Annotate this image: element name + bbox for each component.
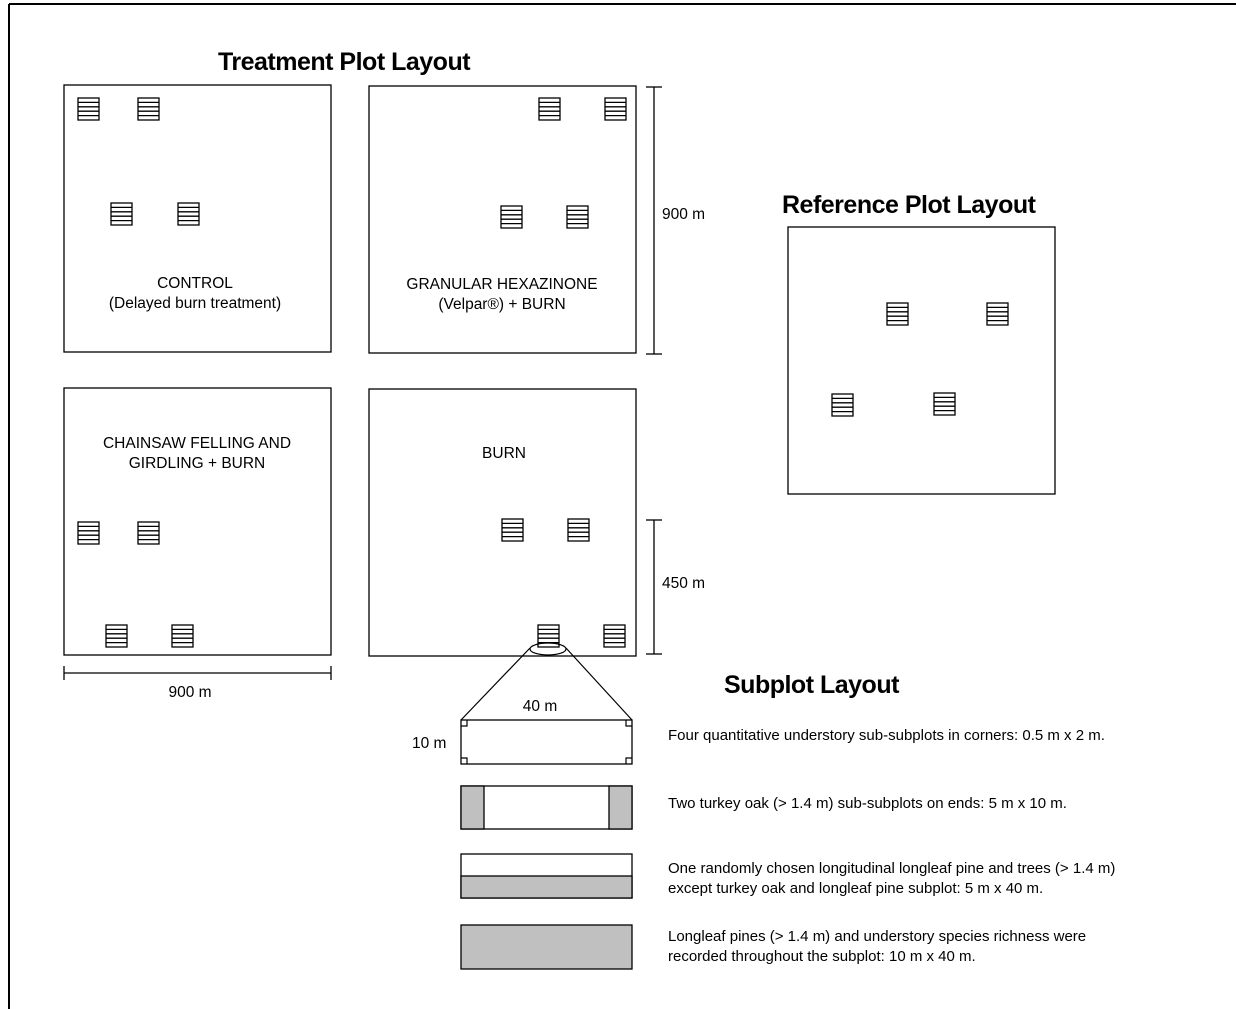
subplot-icon: [566, 205, 589, 229]
plot-width-dimension: 900 m: [63, 666, 332, 701]
subplot-icon: [538, 97, 561, 121]
subplot-zoom-ring: [529, 642, 567, 656]
half-height-dimension: 450 m: [646, 519, 705, 655]
subplot-icon: [831, 393, 854, 417]
legend-full-text: Longleaf pines (> 1.4 m) and understory …: [668, 928, 1086, 945]
legend-longitudinal-text: One randomly chosen longitudinal longlea…: [668, 860, 1115, 877]
subplot-icon: [603, 624, 626, 648]
plot-width-label: 900 m: [168, 684, 211, 701]
hexazinone-plot: GRANULAR HEXAZINONE (Velpar®) + BURN: [368, 85, 637, 354]
chainsaw-plot: CHAINSAW FELLING AND GIRDLING + BURN: [63, 387, 332, 656]
subplot-length-label: 40 m: [523, 698, 557, 715]
hexazinone-plot-label: GRANULAR HEXAZINONE: [406, 276, 597, 293]
chainsaw-plot-sublabel: GIRDLING + BURN: [129, 455, 266, 472]
subplot-icon: [500, 205, 523, 229]
subplot-icon: [933, 392, 956, 416]
subplot-width-label: 10 m: [412, 735, 446, 752]
subplot-icon: [77, 521, 100, 545]
subplot-end-subsubplots: [460, 785, 633, 830]
legend-ends-text: Two turkey oak (> 1.4 m) sub-subplots on…: [668, 795, 1067, 812]
subplot-layout-title: Subplot Layout: [724, 671, 900, 699]
subplot-icon: [110, 202, 133, 226]
subplot-icon: [171, 624, 194, 648]
subplot-icon: [137, 97, 160, 121]
control-plot-sublabel: (Delayed burn treatment): [109, 295, 281, 312]
burn-plot: BURN: [368, 388, 637, 657]
subplot-icon: [77, 97, 100, 121]
half-height-label: 450 m: [662, 575, 705, 592]
reference-plot-title: Reference Plot Layout: [782, 191, 1037, 219]
legend-corner-text: Four quantitative understory sub-subplot…: [668, 727, 1105, 744]
zoom-line-left: [460, 647, 531, 721]
plot-height-label: 900 m: [662, 206, 705, 223]
chainsaw-plot-label: CHAINSAW FELLING AND: [103, 435, 291, 452]
plot-height-dimension: 900 m: [646, 86, 705, 355]
subplot-longitudinal-half: [460, 853, 633, 899]
subplot-icon: [137, 521, 160, 545]
subplot-icon: [567, 518, 590, 542]
legend-longitudinal-text-2: except turkey oak and longleaf pine subp…: [668, 880, 1043, 897]
subplot-icon: [986, 302, 1009, 326]
reference-plot: [787, 226, 1056, 495]
hexazinone-plot-sublabel: (Velpar®) + BURN: [438, 296, 565, 313]
subplot-icon: [604, 97, 627, 121]
subplot-icon: [105, 624, 128, 648]
subplot-corner-subsubplots: 40 m 10 m: [412, 698, 633, 765]
subplot-icon: [886, 302, 909, 326]
control-plot-label: CONTROL: [157, 275, 233, 292]
control-plot: CONTROL (Delayed burn treatment): [63, 84, 332, 353]
zoom-line-right: [565, 647, 633, 721]
treatment-plot-title: Treatment Plot Layout: [218, 48, 471, 76]
subplot-full: [460, 924, 633, 970]
subplot-icon: [177, 202, 200, 226]
burn-plot-label: BURN: [482, 445, 526, 462]
legend-full-text-2: recorded throughout the subplot: 10 m x …: [668, 948, 976, 965]
subplot-icon: [501, 518, 524, 542]
